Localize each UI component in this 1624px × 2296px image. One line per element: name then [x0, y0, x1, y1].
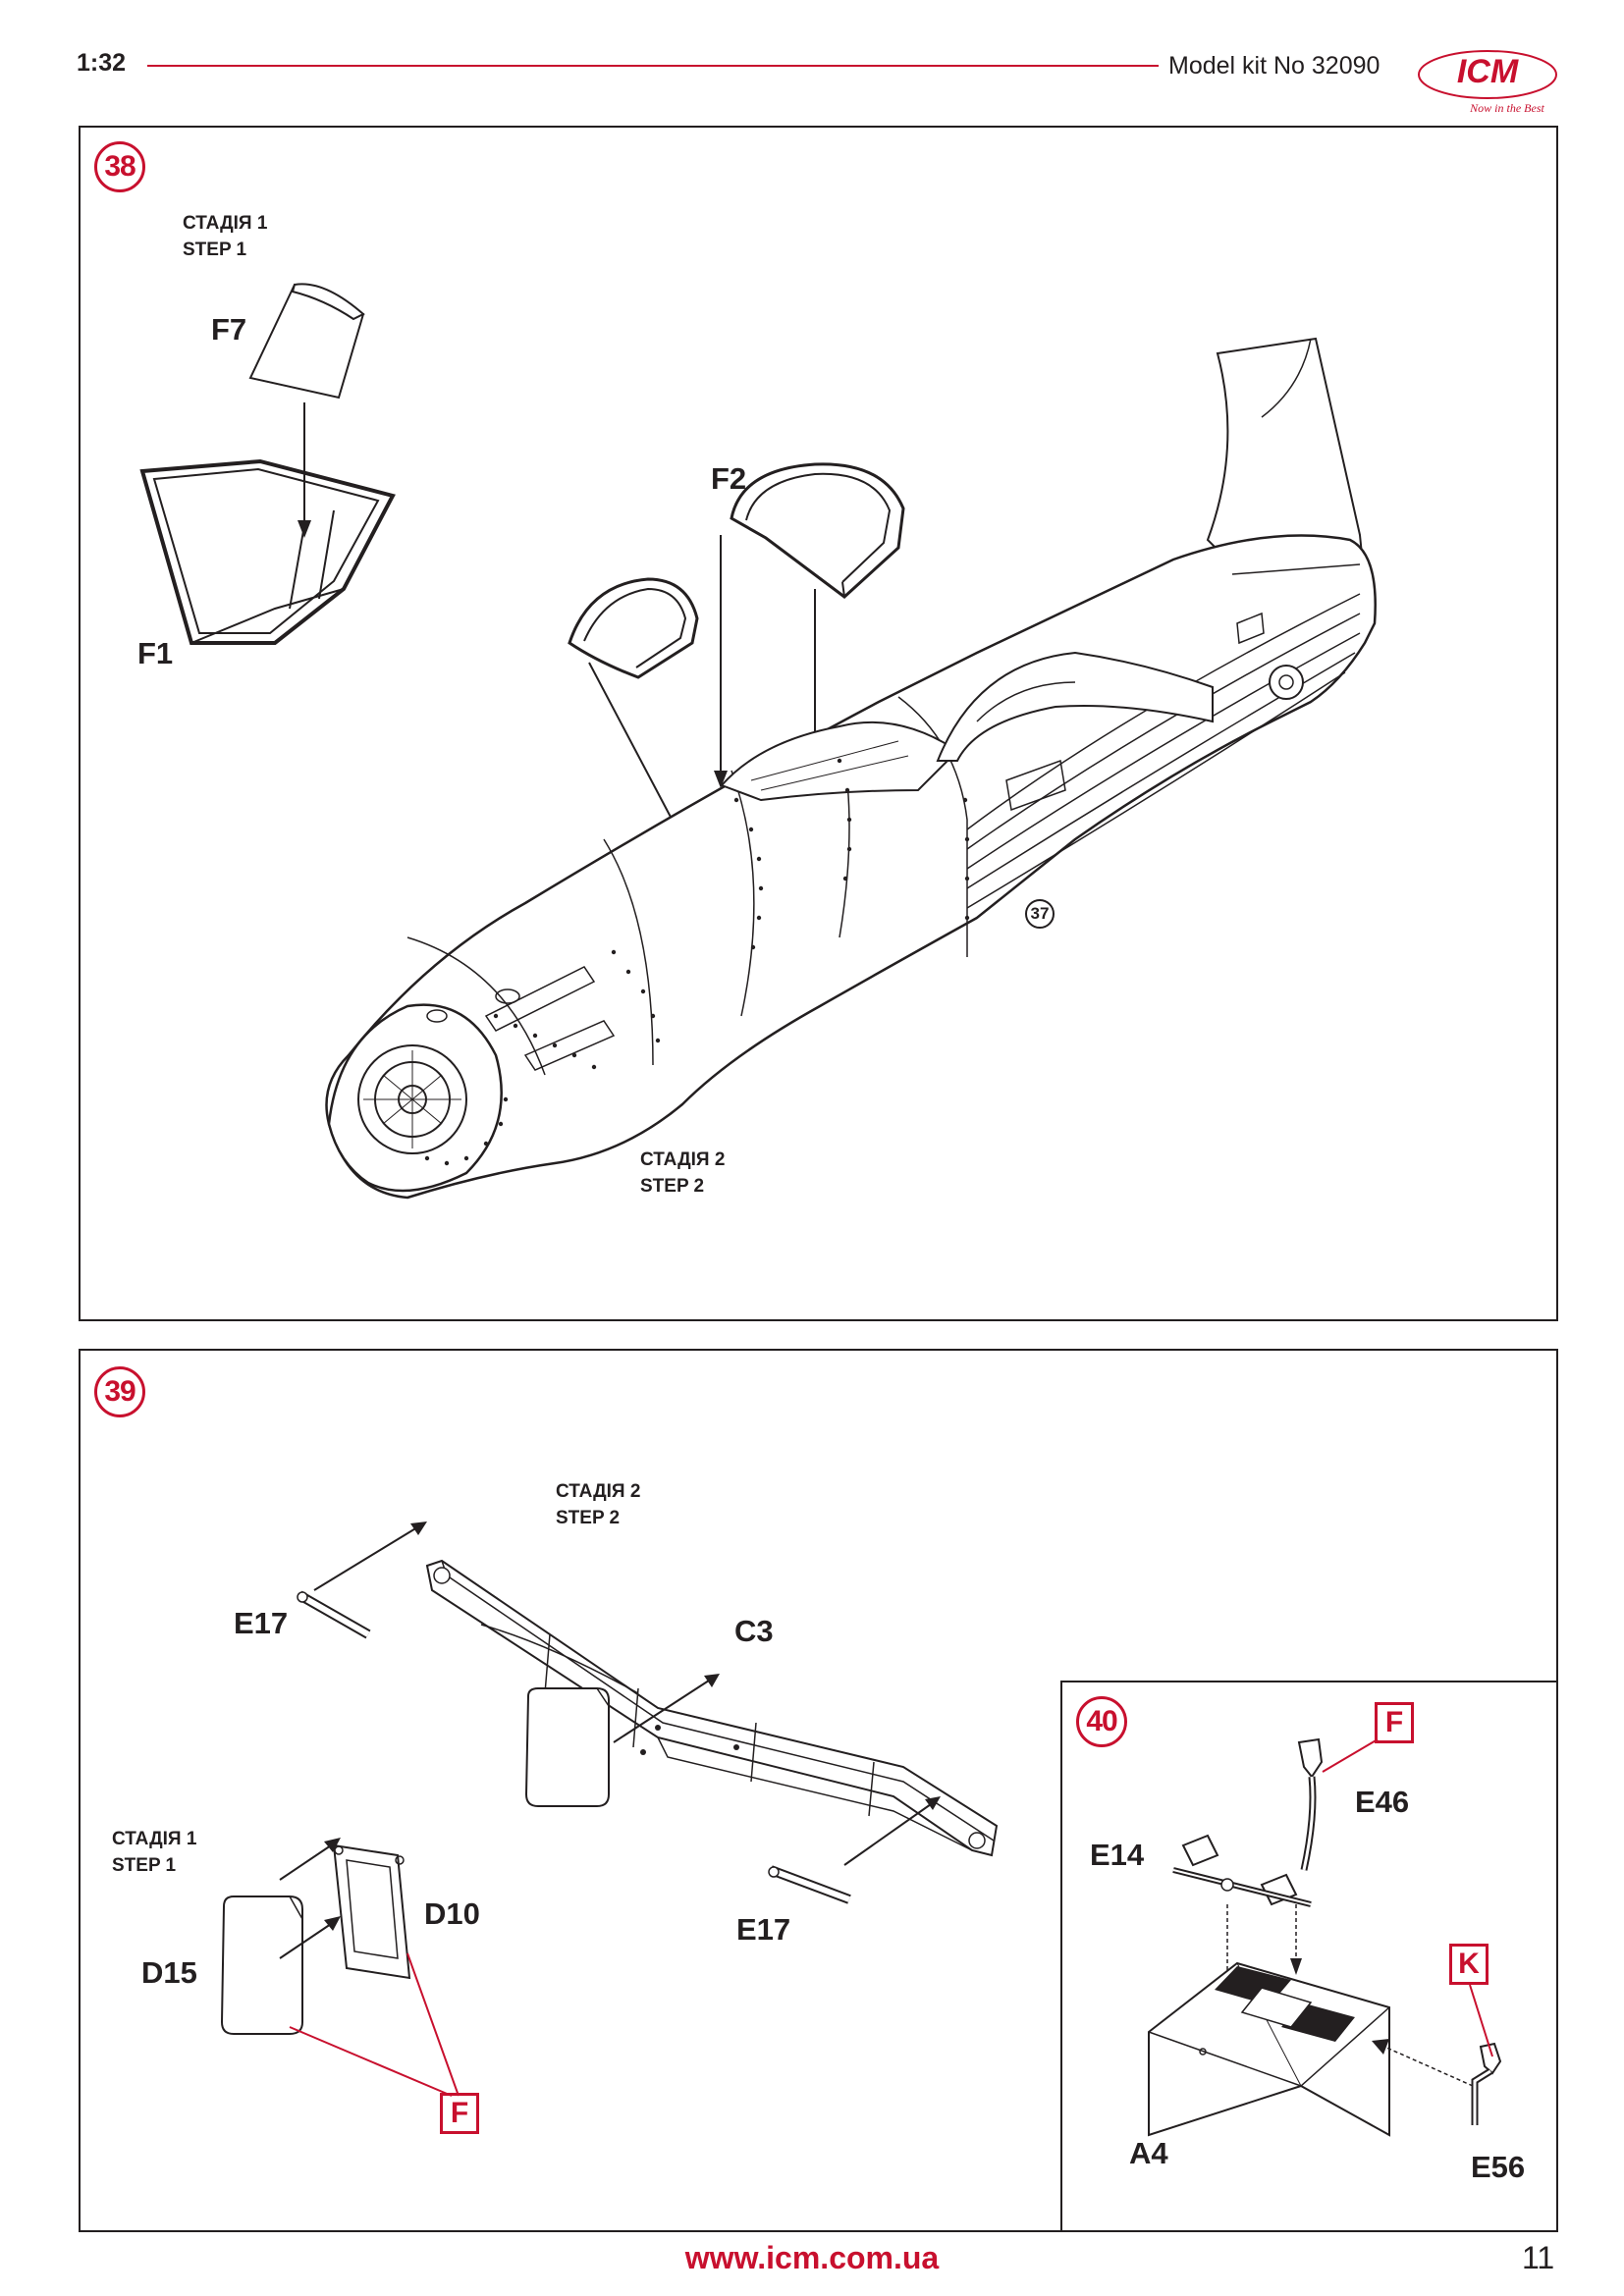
windscreen-f7-drawing — [245, 280, 373, 407]
step-number-40: 40 — [1076, 1696, 1127, 1747]
stage1-ua: СТАДІЯ 1 — [183, 213, 268, 234]
paint-leader-e56 — [1468, 1983, 1497, 2061]
stage1-ua: СТАДІЯ 1 — [112, 1829, 197, 1849]
part-label-e46: E46 — [1355, 1785, 1410, 1819]
kit-number-label: Model kit No 32090 — [1168, 52, 1380, 80]
windscreen-f1-drawing — [133, 452, 407, 648]
arrow-f2-left — [714, 535, 728, 788]
arrow-seat-to-frame — [614, 1674, 720, 1752]
paint-code-f-step40: F — [1375, 1702, 1414, 1743]
page-number: 11 — [1522, 2240, 1555, 2275]
floor-a4-drawing — [1144, 1958, 1399, 2140]
stage1-en: STEP 1 — [183, 240, 247, 260]
part-label-f1: F1 — [137, 636, 174, 670]
part-label-f7: F7 — [211, 312, 247, 347]
arrow-e56-to-a4 — [1372, 2039, 1478, 2091]
lever-e56-drawing — [1463, 2042, 1507, 2130]
reference-step-37: 37 — [1025, 899, 1055, 929]
scale-label: 1:32 — [77, 49, 127, 77]
seat-back-drawing — [518, 1686, 617, 1814]
part-label-e56: E56 — [1471, 2150, 1526, 2184]
stage2-en: STEP 2 — [640, 1176, 705, 1197]
part-label-f2: F2 — [711, 461, 747, 496]
stage1-en: STEP 1 — [112, 1855, 177, 1876]
arrows-d15-to-d10 — [280, 1838, 341, 1963]
stage2-ua: СТАДІЯ 2 — [640, 1149, 726, 1170]
strut-e17-bottom-drawing — [766, 1865, 854, 1909]
part-label-d10: D10 — [424, 1896, 480, 1931]
arrow-e17-top — [314, 1522, 427, 1600]
stage2-ua: СТАДІЯ 2 — [556, 1481, 641, 1502]
strut-e17-top-drawing — [295, 1590, 373, 1644]
stage2-en: STEP 2 — [556, 1508, 621, 1528]
part-label-e14: E14 — [1090, 1838, 1145, 1872]
step-38-panel — [79, 126, 1558, 1321]
footer-website-url[interactable]: www.icm.com.ua — [684, 2240, 940, 2275]
arrow-e17-bottom — [844, 1796, 941, 1875]
svg-text:Now in the Best: Now in the Best — [1469, 101, 1544, 115]
arrow-f7-to-f1 — [298, 402, 311, 538]
part-label-e17-bottom: E17 — [736, 1912, 791, 1947]
icm-logo: ICM Now in the Best — [1418, 50, 1557, 115]
paint-code-f-step39: F — [440, 2093, 479, 2134]
paint-leader-e46 — [1321, 1737, 1380, 1777]
paint-code-k-step40: K — [1449, 1944, 1489, 1985]
part-label-d15: D15 — [141, 1955, 197, 1990]
step-number-39: 39 — [94, 1366, 145, 1417]
cushion-d15-drawing — [216, 1895, 309, 2037]
pedals-e14-drawing — [1168, 1831, 1316, 1924]
step-40-panel — [1060, 1681, 1558, 2232]
part-label-c3: C3 — [734, 1614, 774, 1648]
canopy-f2-drawing — [727, 459, 913, 602]
step-number-38: 38 — [94, 141, 145, 192]
fuselage-drawing — [290, 329, 1389, 1222]
control-stick-e46-drawing — [1274, 1737, 1353, 1875]
part-label-e17-top: E17 — [234, 1606, 289, 1640]
header-rule — [147, 65, 1159, 67]
step39-stage1-label: СТАДІЯ 1 STEP 1 — [112, 1826, 196, 1879]
frame-d10-drawing — [329, 1841, 417, 1988]
paint-leader-lines-step39 — [290, 1953, 466, 2101]
part-label-a4: A4 — [1129, 2136, 1168, 2170]
svg-text:ICM: ICM — [1457, 53, 1519, 90]
step39-stage2-label: СТАДІЯ 2 STEP 2 — [556, 1478, 640, 1531]
step38-stage1-label: СТАДІЯ 1 STEP 1 — [183, 210, 267, 263]
step38-stage2-label: СТАДІЯ 2 STEP 2 — [640, 1147, 725, 1200]
rear-canopy-drawing — [560, 574, 707, 682]
